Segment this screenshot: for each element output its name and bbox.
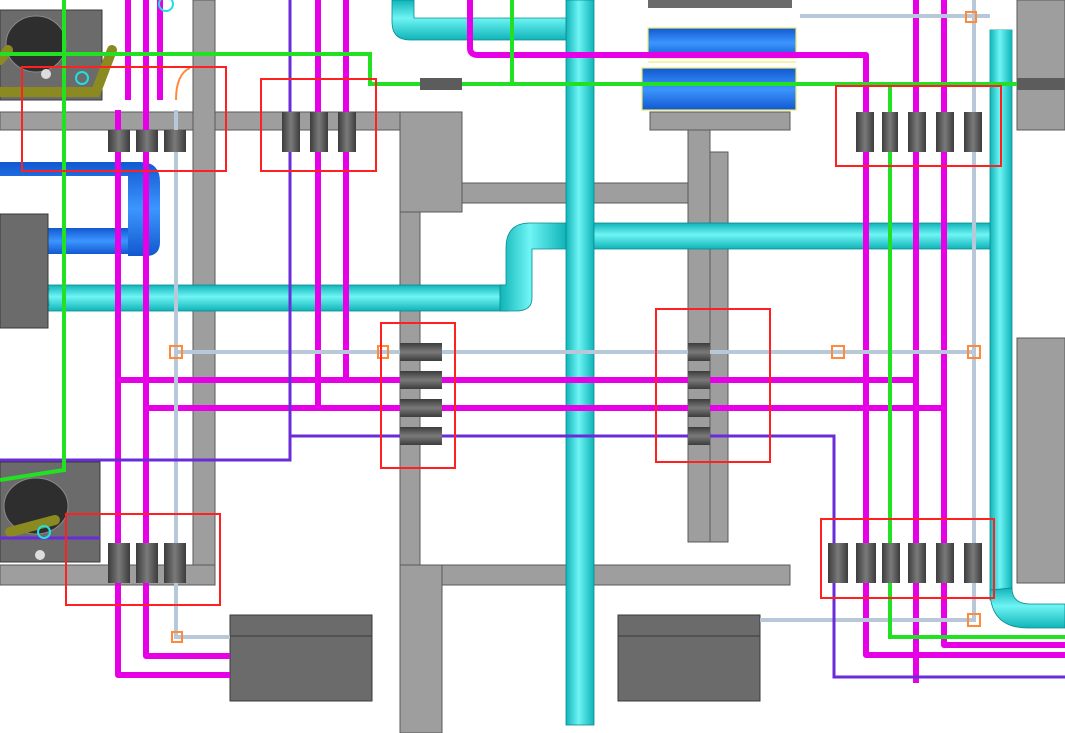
sleeve — [964, 112, 982, 152]
wall-core-block — [399, 111, 463, 213]
header-frame — [648, 0, 792, 8]
sleeve — [282, 112, 300, 152]
sleeve — [856, 543, 876, 583]
sleeve — [338, 112, 356, 152]
highlight-box-center-right[interactable] — [655, 308, 771, 463]
sleeve — [908, 112, 926, 152]
magenta-top-horizontal — [467, 0, 1065, 658]
green-top-horizontal — [0, 52, 1065, 86]
equipment-left-mid — [0, 213, 49, 329]
wall-right-strip — [1016, 0, 1065, 131]
flange-fitting — [965, 11, 977, 23]
highlight-box-top-left[interactable] — [21, 66, 227, 172]
green-v-left — [0, 0, 66, 482]
pump-icon — [5, 15, 67, 73]
sleeve — [882, 543, 900, 583]
olive-pipe-bottom — [5, 515, 60, 537]
blue-branch — [48, 228, 128, 254]
purple-v-290 — [0, 0, 292, 462]
flange-fitting — [169, 345, 183, 359]
cyan-main-horizontal — [47, 284, 509, 312]
highlight-box-top-right[interactable] — [835, 85, 1002, 167]
pump-hub-top — [41, 69, 51, 79]
sleeve — [688, 427, 710, 445]
valve-icon — [37, 0, 174, 539]
wall-column-right — [687, 111, 711, 543]
sleeve — [136, 130, 158, 152]
flange-fitting — [967, 345, 981, 359]
steel-v-right — [760, 0, 976, 622]
valve-icon — [37, 525, 51, 539]
wall-top-beam-left — [0, 111, 461, 131]
highlight-box-center-left[interactable] — [380, 322, 456, 469]
sleeve — [908, 543, 926, 583]
wall-right-strip-lower — [1016, 337, 1065, 584]
sleeve — [400, 399, 442, 417]
olive-pipe-top — [0, 45, 117, 97]
flange-fitting — [967, 613, 981, 627]
magenta-v-1 — [115, 110, 230, 678]
sleeve — [400, 343, 442, 361]
sleeve — [310, 112, 328, 152]
equipment-tank-right — [617, 614, 761, 702]
wall-sleeves — [108, 112, 982, 583]
valve-icon — [158, 0, 174, 12]
steel-v-left — [174, 110, 230, 639]
highlight-boxes — [21, 66, 1002, 606]
wall-bottom-beam-left — [0, 564, 216, 586]
cyan-right-horizontal — [593, 222, 1007, 250]
wall-bottom-beam-center — [399, 564, 791, 586]
green-line-fitting-right — [1017, 78, 1065, 90]
highlight-box-bottom-right[interactable] — [820, 518, 995, 599]
wall-column-center — [399, 211, 421, 573]
wall-right-top-beam — [649, 111, 791, 131]
sleeve — [856, 112, 874, 152]
sleeve — [828, 543, 848, 583]
sleeve — [164, 543, 186, 583]
sleeve — [936, 112, 954, 152]
highlight-box-top-middle[interactable] — [260, 78, 377, 172]
sleeve — [936, 543, 954, 583]
sleeve — [108, 543, 130, 583]
sleeve — [688, 371, 710, 389]
header-lower — [641, 67, 797, 111]
sleeve — [400, 427, 442, 445]
sleeve — [164, 130, 186, 152]
magenta-pipe-network — [115, 0, 1065, 683]
green-pipe-network — [0, 0, 1065, 639]
magenta-v-2 — [143, 0, 230, 659]
pump-hub-bottom — [35, 550, 45, 560]
cyan-top-elbow — [391, 0, 567, 41]
sleeve — [882, 112, 898, 152]
sleeve — [688, 343, 710, 361]
cyan-right-top-cap — [990, 30, 1012, 80]
wall-column-right-inner — [709, 151, 729, 543]
sleeve — [964, 543, 982, 583]
sleeve — [400, 371, 442, 389]
wall-lower-column — [399, 564, 443, 733]
cyan-riser-elbow — [499, 222, 567, 312]
flange-fitting — [171, 631, 183, 643]
cyan-right-bottom-elbow — [989, 587, 1065, 629]
sleeve — [136, 543, 158, 583]
flange-elbow — [175, 67, 191, 101]
flange-fitting — [831, 345, 845, 359]
equipment-tank-left — [229, 614, 373, 702]
sleeve — [108, 130, 130, 152]
green-line-fitting — [420, 78, 462, 90]
cyan-main-vertical — [565, 0, 595, 726]
flange-fittings — [169, 11, 981, 643]
flange-fitting — [377, 345, 389, 359]
valve-icon — [75, 71, 89, 85]
steel-pipe-network — [174, 0, 990, 639]
sleeve — [688, 399, 710, 417]
green-v-right — [888, 84, 1065, 639]
highlight-box-bottom-left[interactable] — [65, 513, 221, 606]
magenta-right-v-2 — [941, 0, 1065, 648]
